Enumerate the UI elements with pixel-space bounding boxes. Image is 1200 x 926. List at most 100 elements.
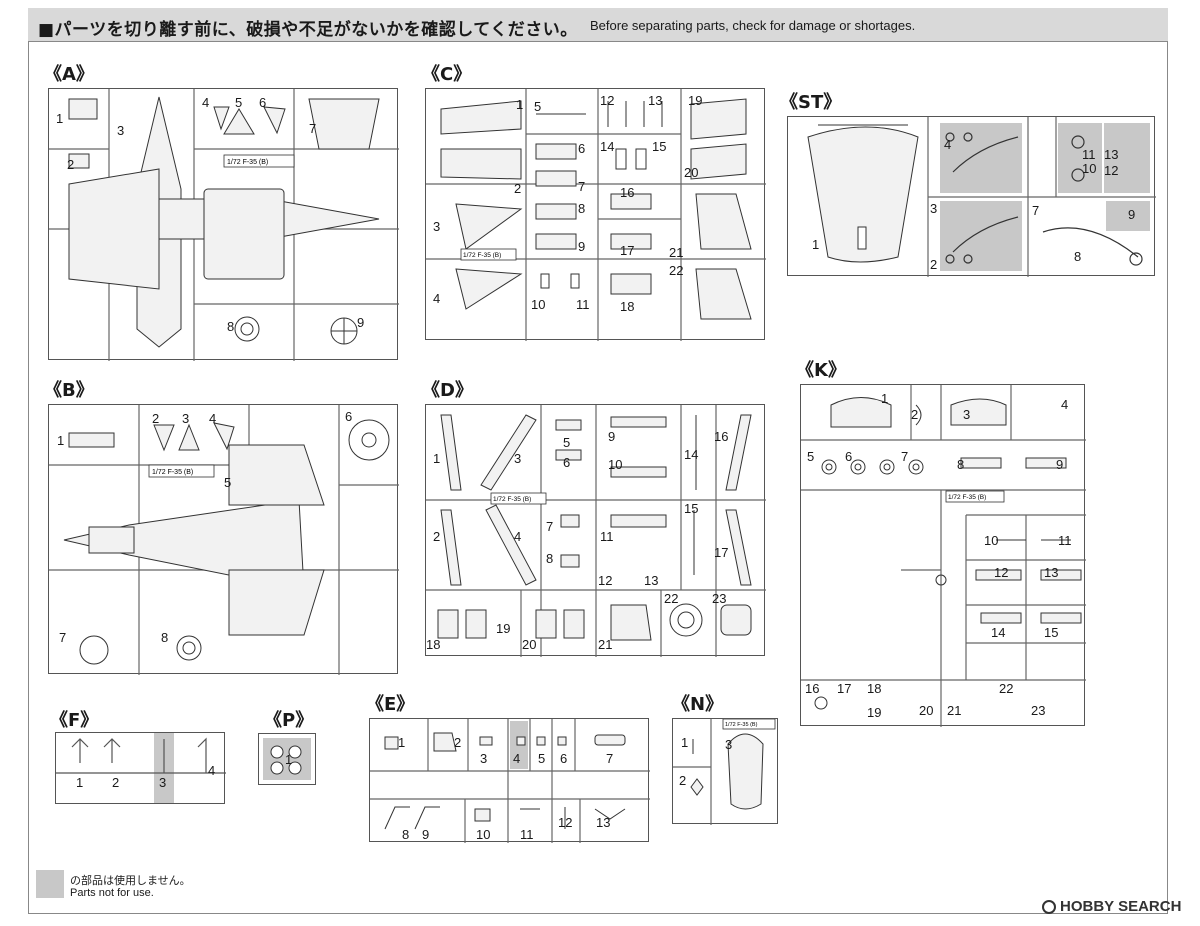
part-n-1: 1 [681, 735, 689, 750]
part-st-9: 9 [1128, 207, 1136, 222]
part-d-17: 17 [714, 545, 729, 560]
sprue-p: 1 [258, 733, 316, 785]
part-c-21: 21 [669, 245, 684, 260]
part-e-5: 5 [538, 751, 546, 766]
part-c-14: 14 [600, 139, 615, 154]
part-k-22: 22 [999, 681, 1014, 696]
part-k-9: 9 [1056, 457, 1064, 472]
part-d-8: 8 [546, 551, 554, 566]
part-a-4: 4 [202, 95, 210, 110]
part-c-1: 1 [516, 97, 524, 112]
header-title-jp: ■パーツを切り離す前に、破損や不足がないかを確認してください。 [38, 20, 578, 40]
watermark: HOBBY SEARCH [1042, 898, 1181, 915]
part-e-4: 4 [513, 751, 521, 766]
part-p-1: 1 [285, 752, 293, 767]
part-a-7: 7 [309, 121, 317, 136]
part-d-19: 19 [496, 621, 511, 636]
unused-st-11 [1058, 123, 1102, 193]
part-e-3: 3 [480, 751, 488, 766]
sprue-n-mark: 1/72 F-35 (B) [725, 722, 758, 728]
unused-p-1 [263, 738, 311, 780]
sprue-b-drawing: 1/72 F-35 (B) [49, 405, 399, 675]
part-st-1: 1 [812, 237, 820, 252]
part-d-5: 5 [563, 435, 571, 450]
part-f-1: 1 [76, 775, 84, 790]
part-st-2: 2 [930, 257, 938, 272]
part-c-3: 3 [433, 219, 441, 234]
part-b-2: 2 [152, 411, 160, 426]
sprue-a-mark: 1/72 F-35 (B) [227, 159, 268, 166]
sprue-e: 1 2 3 4 5 6 7 8 9 10 11 12 13 [369, 718, 650, 843]
part-c-12: 12 [600, 93, 615, 108]
part-a-6: 6 [259, 95, 267, 110]
part-k-1: 1 [881, 391, 889, 406]
part-d-10: 10 [608, 457, 623, 472]
section-label-n: 《N》 [672, 694, 724, 715]
unused-st-9 [1106, 201, 1150, 231]
part-c-17: 17 [620, 243, 635, 258]
part-d-22: 22 [664, 591, 679, 606]
legend-unused-swatch [36, 870, 64, 898]
section-label-c: 《C》 [422, 64, 472, 85]
part-st-11: 11 [1082, 147, 1096, 162]
part-c-5: 5 [534, 99, 542, 114]
part-d-14: 14 [684, 447, 699, 462]
part-k-21: 21 [947, 703, 962, 718]
part-c-13: 13 [648, 93, 663, 108]
sprue-c: 1/72 F-35 (B) 1 2 3 4 5 6 7 8 9 10 11 12… [425, 88, 766, 341]
part-b-1: 1 [57, 433, 65, 448]
part-e-8: 8 [402, 827, 410, 842]
part-st-7: 7 [1032, 203, 1040, 218]
sprue-f: 1 2 3 4 [55, 732, 226, 804]
part-c-4: 4 [433, 291, 441, 306]
header-bar [28, 8, 1168, 42]
part-e-13: 13 [596, 815, 611, 830]
part-c-22: 22 [669, 263, 684, 278]
part-k-10: 10 [984, 533, 999, 548]
part-k-17: 17 [837, 681, 852, 696]
watermark-text: HOBBY SEARCH [1060, 898, 1182, 915]
part-d-23: 23 [712, 591, 727, 606]
part-k-18: 18 [867, 681, 882, 696]
part-e-11: 11 [520, 827, 534, 842]
legend-text-jp: の部品は使用しません。 [70, 874, 191, 887]
part-c-20: 20 [684, 165, 699, 180]
part-k-15: 15 [1044, 625, 1059, 640]
part-d-16: 16 [714, 429, 729, 444]
part-k-7: 7 [901, 449, 909, 464]
part-k-12: 12 [994, 565, 1009, 580]
sprue-a-drawing: 1/72 F-35 (B) [49, 89, 399, 361]
part-a-8: 8 [227, 319, 235, 334]
part-k-4: 4 [1061, 397, 1069, 412]
section-label-k: 《K》 [796, 360, 846, 381]
sprue-k-drawing: 1/72 F-35 (B) [801, 385, 1086, 727]
part-k-3: 3 [963, 407, 971, 422]
part-st-10: 10 [1082, 161, 1097, 176]
part-k-5: 5 [807, 449, 815, 464]
sprue-d-drawing: 1/72 F-35 (B) [426, 405, 766, 657]
section-label-e: 《E》 [366, 694, 415, 715]
part-d-4: 4 [514, 529, 522, 544]
sprue-b: 1/72 F-35 (B) 1 2 3 4 5 6 7 8 [48, 404, 399, 675]
sprue-d-mark: 1/72 F-35 (B) [493, 496, 531, 503]
part-c-15: 15 [652, 139, 667, 154]
sprue-p-drawing [270, 745, 302, 775]
part-c-18: 18 [620, 299, 635, 314]
part-k-19: 19 [867, 705, 882, 720]
sprue-st-drawing [807, 117, 1156, 277]
sprue-b-mark: 1/72 F-35 (B) [152, 469, 193, 476]
part-b-4: 4 [209, 411, 217, 426]
part-b-5: 5 [224, 475, 232, 490]
part-k-11: 11 [1058, 533, 1072, 548]
part-c-8: 8 [578, 201, 586, 216]
part-f-4: 4 [208, 763, 216, 778]
part-k-23: 23 [1031, 703, 1046, 718]
part-k-16: 16 [805, 681, 820, 696]
part-d-20: 20 [522, 637, 537, 652]
part-a-9: 9 [357, 315, 365, 330]
sprue-c-mark: 1/72 F-35 (B) [463, 252, 501, 259]
part-e-6: 6 [560, 751, 568, 766]
part-a-5: 5 [235, 95, 243, 110]
section-label-d: 《D》 [422, 380, 473, 401]
part-f-3: 3 [159, 775, 167, 790]
